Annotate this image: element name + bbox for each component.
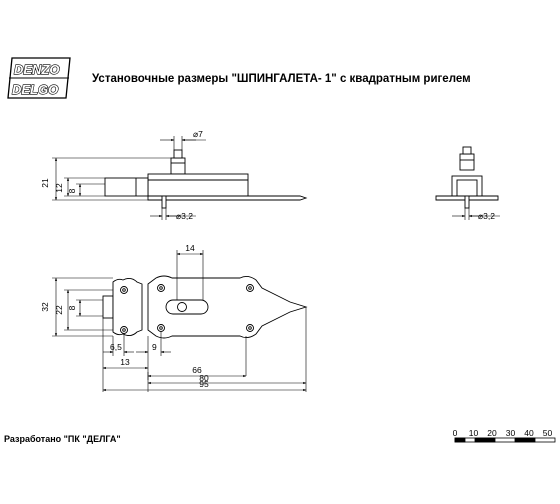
plan-keeper xyxy=(112,277,143,337)
plan-body xyxy=(147,275,308,339)
scale-label: 0 xyxy=(453,428,458,438)
scale-label: 20 xyxy=(487,428,497,438)
logo-text-top: DENZO xyxy=(14,62,60,77)
dim-end-d32: ⌀3,2 xyxy=(478,211,495,221)
scale-label: 50 xyxy=(543,428,553,438)
delgo-logo: DENZO DELGO xyxy=(6,56,72,100)
dim-plan-9: 9 xyxy=(152,342,157,352)
scale-bar xyxy=(454,437,556,443)
dim-side-d32: ⌀3,2 xyxy=(176,211,193,221)
dim-plan-14: 14 xyxy=(185,243,195,253)
plan-view xyxy=(52,250,308,392)
dim-plan-32: 32 xyxy=(40,302,50,312)
end-view xyxy=(435,146,500,220)
scale-label: 30 xyxy=(506,428,516,438)
dim-side-8: 8 xyxy=(67,188,77,193)
scale-labels: 0 10 20 30 40 50 xyxy=(453,428,553,438)
dim-plan-95: 95 xyxy=(199,379,209,389)
dim-plan-66: 66 xyxy=(192,365,202,375)
plan-screw-holes xyxy=(120,284,254,334)
drawing-title: Установочные размеры "ШПИНГАЛЕТА- 1" с к… xyxy=(92,73,471,85)
side-plate xyxy=(147,195,308,201)
dim-side-d7: ⌀7 xyxy=(193,129,203,139)
dim-plan-8: 8 xyxy=(67,305,77,310)
side-bolt xyxy=(104,177,149,197)
scale-label: 40 xyxy=(524,428,534,438)
scale-label: 10 xyxy=(469,428,479,438)
side-body xyxy=(147,173,249,197)
developer-credit: Разработано "ПК "ДЕЛГА" xyxy=(4,434,121,444)
dim-plan-13: 13 xyxy=(120,357,130,367)
dim-plan-22: 22 xyxy=(54,305,64,315)
logo-text-bottom: DELGO xyxy=(12,82,58,97)
plan-slot xyxy=(165,299,209,315)
dim-side-21: 21 xyxy=(40,178,50,188)
side-view xyxy=(52,136,308,220)
dim-side-12: 12 xyxy=(54,183,64,193)
dim-plan-6-5: 6,5 xyxy=(110,342,122,352)
dim-plan-80: 80 xyxy=(199,373,209,383)
side-knob xyxy=(170,157,186,175)
